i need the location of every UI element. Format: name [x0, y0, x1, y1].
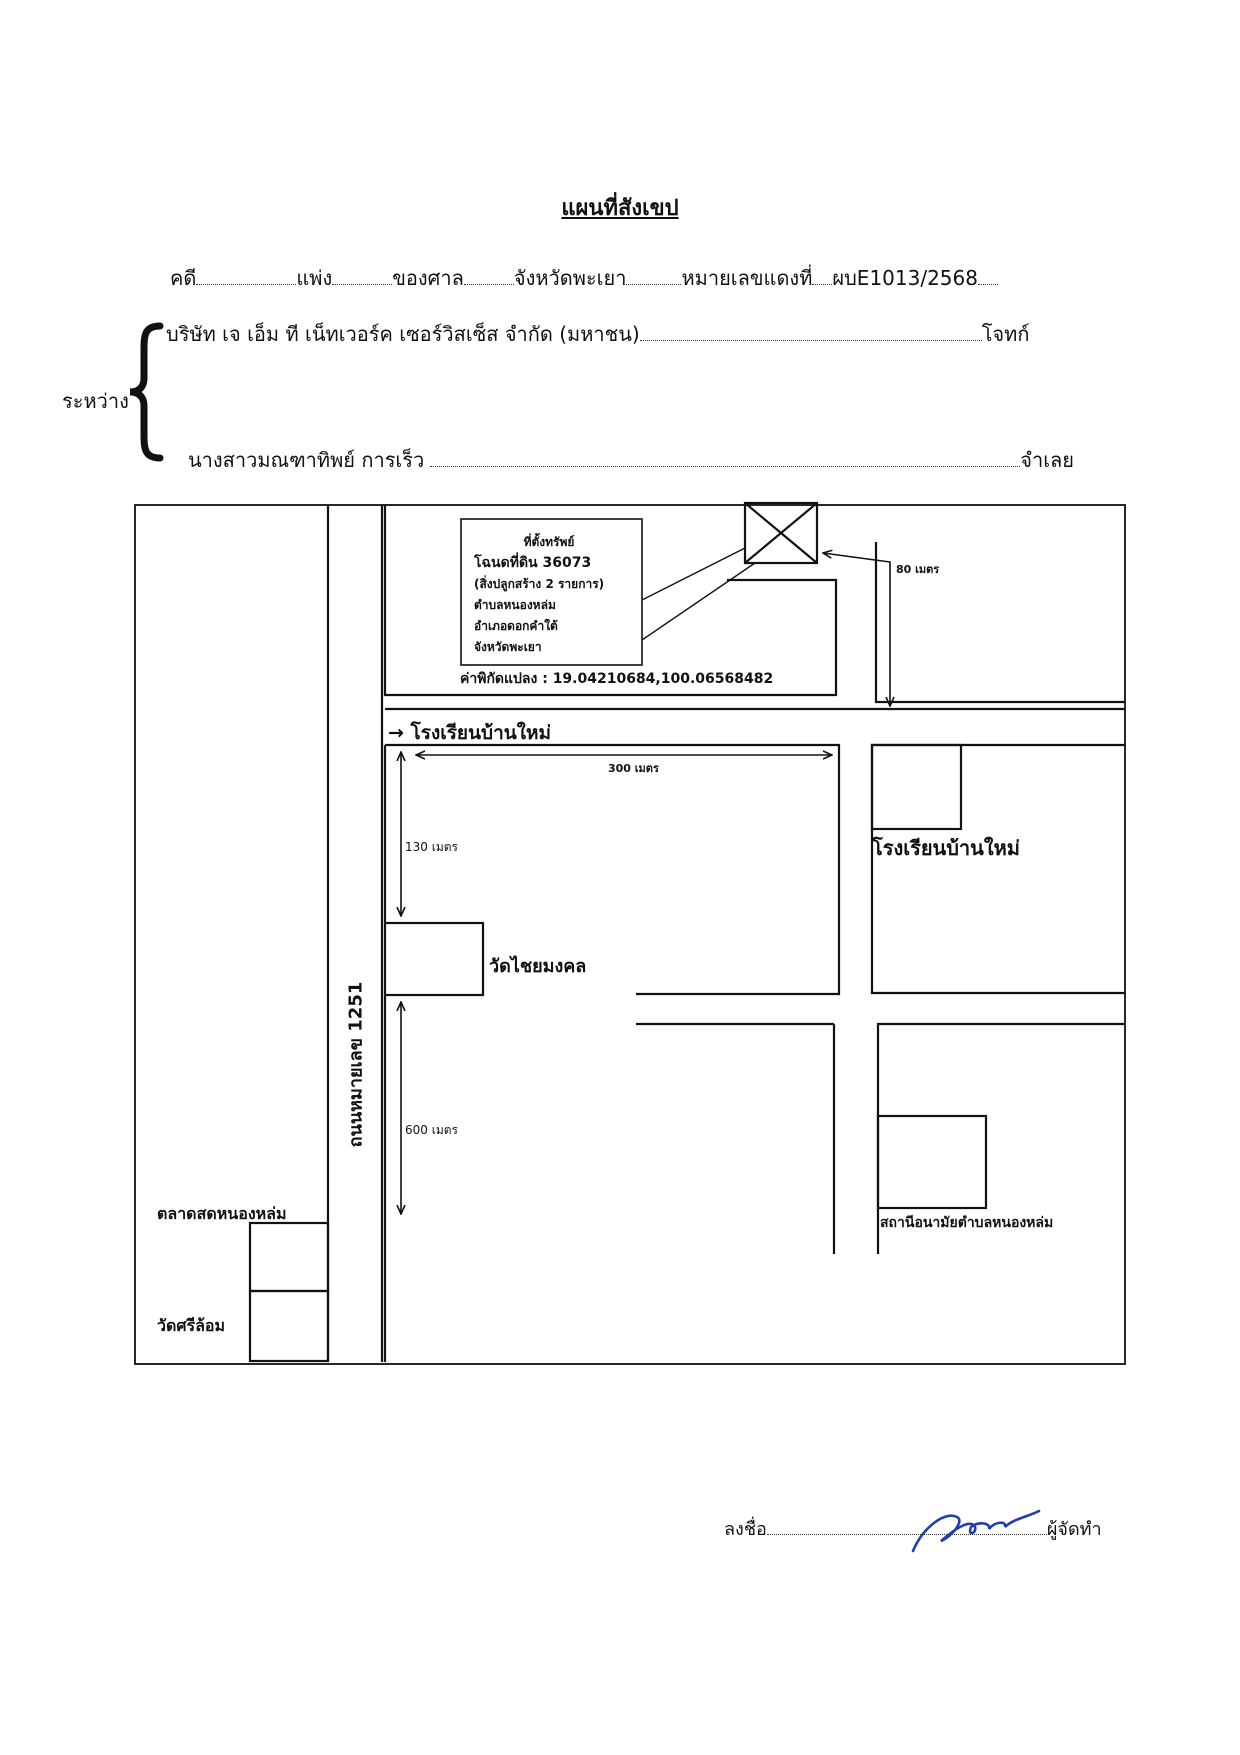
- case-header: คดี แพ่ง ของศาล จังหวัดพะเยา หมายเลขแดงที่ ผบ…: [170, 262, 998, 294]
- property-deed: โฉนดที่ดิน 36073: [474, 555, 592, 571]
- school-arrow-label: → โรงเรียนบ้านใหม่: [388, 722, 552, 744]
- page-title: แผนที่สังเขป: [561, 196, 679, 221]
- property-marker-cross-b: [744, 502, 818, 564]
- leader-line-b: [641, 562, 756, 641]
- school-block: [870, 743, 1125, 995]
- property-buildings: (สิ่งปลูกสร้าง 2 รายการ): [474, 577, 605, 591]
- dist-130-label: 130 เมตร: [405, 840, 458, 854]
- market-building: [248, 1221, 330, 1293]
- preparer-label: ผู้จัดทำ: [1046, 1519, 1102, 1540]
- health-station-building: [876, 1114, 988, 1210]
- coordinates-label: ค่าพิกัดแปลง : 19.04210684,100.06568482: [460, 671, 774, 687]
- plaintiff-name: บริษัท เจ เอ็ม ที เน็ทเวอร์ค เซอร์วิสเซ็…: [166, 322, 640, 346]
- leader-line-a: [641, 547, 746, 601]
- dist-300-label: 300 เมตร: [608, 762, 659, 775]
- signature-line: ลงชื่อ ผู้จัดทำ: [724, 1514, 1102, 1543]
- wat-sri-label: วัดศรีล้อม: [157, 1316, 226, 1335]
- school-building: [870, 743, 963, 831]
- case-type: แพ่ง: [296, 266, 333, 290]
- property-subdistrict: ตำบลหนองหล่ม: [474, 598, 556, 612]
- road-1251-label: ถนนหมายเลข 1251: [345, 981, 367, 1148]
- court-name: จังหวัดพะเยา: [513, 266, 627, 290]
- health-station-label: สถานีอนามัยตำบลหนองหล่ม: [880, 1215, 1054, 1231]
- plaintiff-role: โจทก์: [981, 322, 1030, 346]
- school-label: โรงเรียนบ้านใหม่: [872, 836, 1020, 860]
- sign-label: ลงชื่อ: [724, 1519, 767, 1540]
- brace-icon: [129, 322, 164, 462]
- defendant-role: จำเลย: [1020, 448, 1075, 472]
- property-info-text: ที่ตั้งทรัพย์ โฉนดที่ดิน 36073 (สิ่งปลูก…: [474, 532, 642, 658]
- red-number-label: หมายเลขแดงที่: [681, 266, 813, 290]
- market-label: ตลาดสดหนองหล่ม: [157, 1204, 287, 1223]
- property-heading: ที่ตั้งทรัพย์: [523, 535, 575, 549]
- dist-80-label: 80 เมตร: [896, 563, 940, 576]
- between-label: ระหว่าง: [62, 389, 129, 413]
- court-label: ของศาล: [392, 266, 464, 290]
- wat-chai-label: วัดไชยมงคล: [489, 956, 587, 977]
- property-province: จังหวัดพะเยา: [474, 640, 542, 654]
- property-marker: [743, 501, 819, 565]
- case-label: คดี: [170, 266, 197, 290]
- property-district: อำเภอดอกคำใต้: [474, 619, 558, 633]
- red-number: ผบE1013/2568: [832, 266, 978, 290]
- arrow-80m: [823, 553, 890, 706]
- wat-chai-building: [383, 921, 485, 997]
- plaintiff-line: บริษัท เจ เอ็ม ที เน็ทเวอร์ค เซอร์วิสเซ็…: [166, 318, 1029, 350]
- signature-scribble: [911, 1509, 1041, 1553]
- property-info-box: [460, 518, 643, 666]
- wat-sri-building: [248, 1289, 330, 1363]
- defendant-name: นางสาวมณฑาทิพย์ การเร็ว: [188, 448, 425, 472]
- defendant-line: นางสาวมณฑาทิพย์ การเร็ว จำเลย: [188, 444, 1074, 476]
- dist-600-label: 600 เมตร: [405, 1123, 458, 1137]
- map-frame: [134, 504, 1126, 1365]
- center-block: [385, 743, 841, 996]
